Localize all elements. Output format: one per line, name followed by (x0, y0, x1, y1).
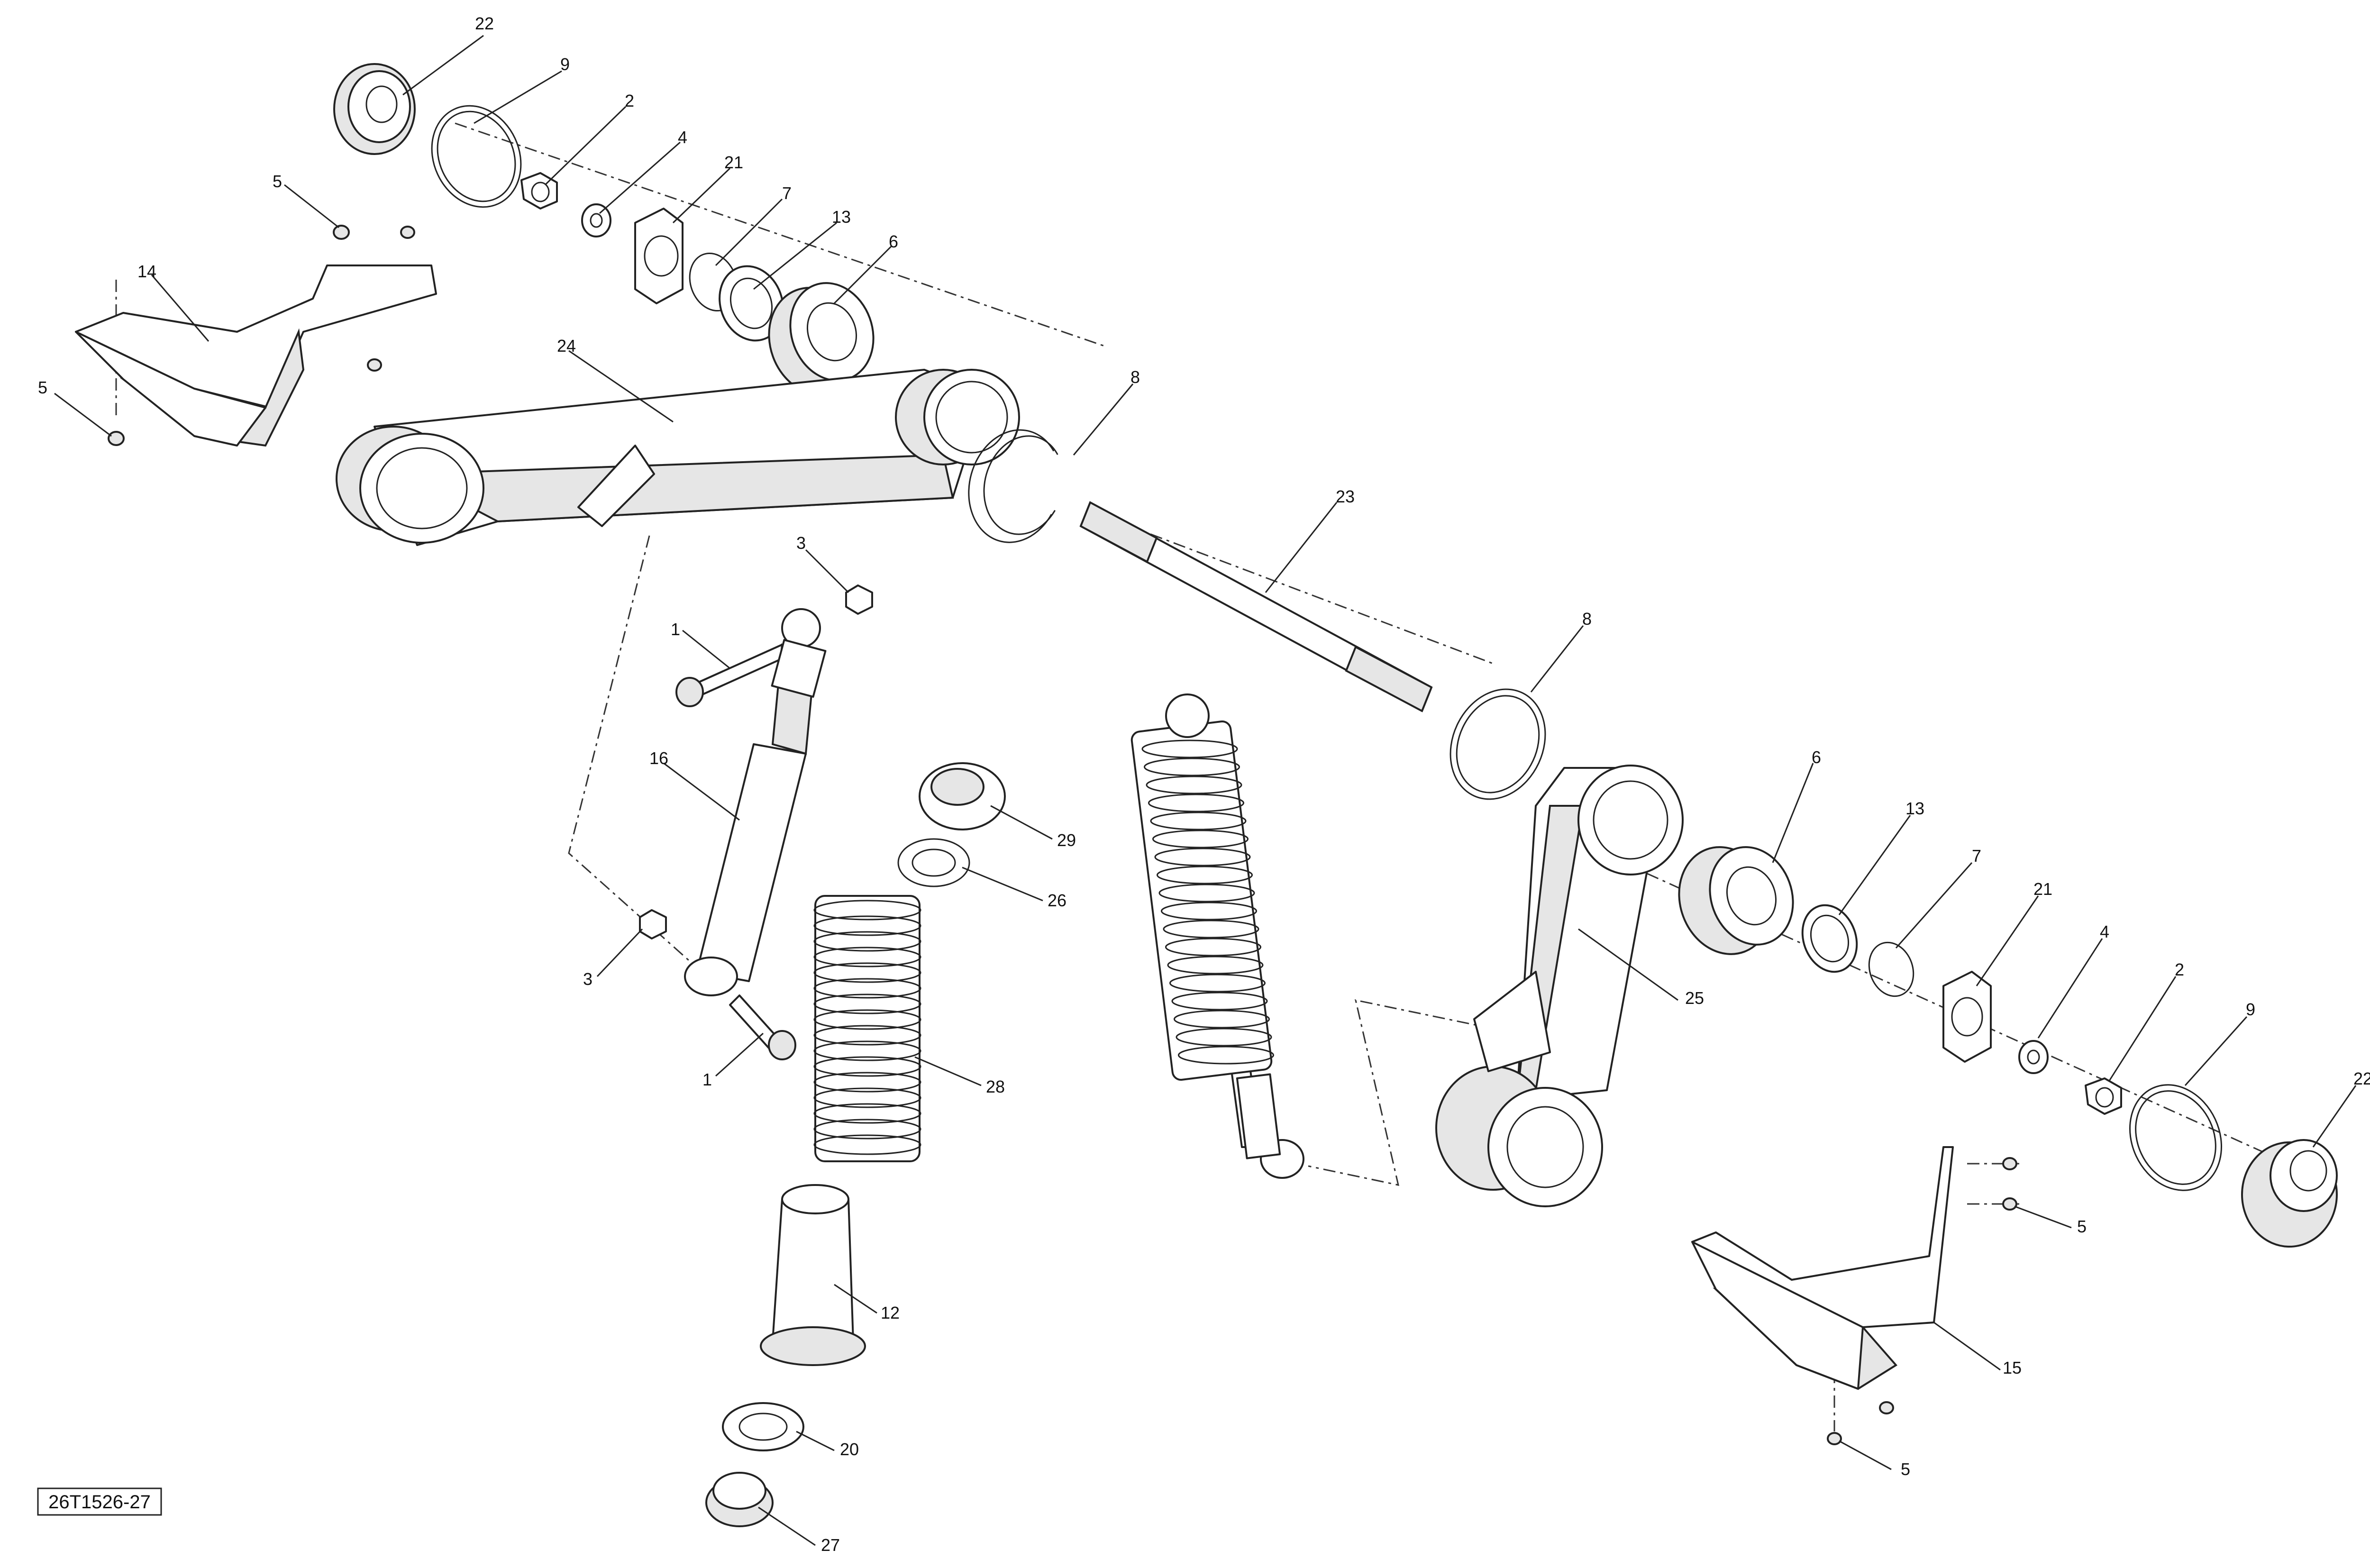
callout-23: 23 (1336, 487, 1355, 506)
bearing-6-upper (768, 282, 875, 396)
callout-13-upper: 13 (832, 207, 851, 227)
callout-2-upper: 2 (625, 91, 634, 110)
callout-5-c: 5 (2077, 1217, 2087, 1236)
reference-code-box: 26T1526-27 (37, 1487, 162, 1516)
clamp-9-upper (431, 105, 522, 208)
callout-5-d: 5 (1901, 1459, 1910, 1479)
damper-16 (684, 608, 827, 996)
cap-22-lower (2241, 1139, 2338, 1248)
callout-9-upper: 9 (560, 55, 570, 74)
guard-15 (1691, 1146, 1954, 1390)
circlip-7-lower (1868, 941, 1914, 997)
washer-4-lower (2018, 1040, 2049, 1074)
reference-code: 26T1526-27 (48, 1492, 151, 1513)
clamp-9-lower (2129, 1084, 2223, 1191)
callout-13-lower: 13 (1905, 799, 1924, 818)
callout-7-upper: 7 (782, 183, 792, 203)
shaft-23 (1079, 501, 1433, 712)
flange-21-lower (1942, 971, 1992, 1063)
circlip-8-lower (1449, 688, 1546, 800)
callout-25: 25 (1685, 988, 1704, 1008)
callout-8-lower: 8 (1582, 609, 1592, 629)
callout-26: 26 (1048, 891, 1066, 910)
callout-1-lower: 1 (702, 1070, 712, 1089)
callout-8-upper: 8 (1130, 367, 1140, 387)
callout-numbers: 22 9 2 4 21 7 13 6 5 14 5 24 8 23 3 1 16… (38, 14, 2370, 1555)
bolt-1-lower (729, 994, 796, 1060)
callout-21-lower: 21 (2033, 879, 2052, 899)
callout-5-a: 5 (273, 172, 282, 191)
callout-5-b: 5 (38, 378, 47, 397)
callout-14: 14 (137, 262, 156, 281)
callout-21-upper: 21 (724, 153, 743, 172)
callout-12: 12 (881, 1303, 900, 1322)
nut-3-upper (845, 584, 873, 615)
callout-2-lower: 2 (2175, 960, 2184, 979)
callout-29: 29 (1057, 830, 1076, 850)
nut-2-lower (2085, 1077, 2122, 1115)
callout-20: 20 (840, 1440, 859, 1459)
boot-12 (760, 1184, 866, 1366)
callout-15: 15 (2003, 1358, 2022, 1377)
guard-14 (75, 264, 437, 447)
leader-lines (54, 35, 2357, 1546)
swing-arm-24 (336, 369, 1020, 546)
callout-3-lower: 3 (583, 969, 592, 989)
nut-ring-13-upper (719, 265, 784, 342)
washer-20 (722, 1402, 804, 1451)
screw-5-a (108, 225, 415, 446)
callout-4-upper: 4 (678, 128, 687, 147)
callout-22-upper: 22 (475, 14, 494, 33)
circlip-8-upper (968, 429, 1058, 543)
screw-5-b (1827, 1157, 2017, 1445)
spacer-26 (897, 838, 970, 887)
callout-24: 24 (557, 336, 576, 356)
bolt-1-upper (675, 644, 788, 707)
adjuster-27 (705, 1472, 774, 1527)
link-arm-25 (1435, 765, 1684, 1207)
callout-28: 28 (986, 1077, 1005, 1096)
callout-4-lower: 4 (2100, 922, 2109, 941)
coil-spring-28 (813, 895, 921, 1162)
nut-3-lower (639, 909, 667, 939)
callout-6-lower: 6 (1812, 748, 1821, 767)
callout-22-lower: 22 (2353, 1069, 2370, 1088)
coilover-shock (1130, 693, 1304, 1179)
callout-9-lower: 9 (2246, 1000, 2255, 1019)
spring-seat-29 (919, 762, 1006, 830)
nut-ring-13-lower (1801, 904, 1858, 973)
callout-7-lower: 7 (1972, 846, 1981, 866)
callout-16: 16 (649, 748, 668, 768)
callout-6-upper: 6 (889, 232, 898, 251)
callout-1-upper: 1 (671, 620, 680, 639)
callout-3-upper: 3 (796, 533, 806, 553)
washer-4-upper (581, 203, 611, 237)
callout-27: 27 (821, 1535, 840, 1555)
cap-22-upper (333, 63, 416, 155)
bearing-6-lower (1678, 846, 1794, 955)
flange-21-upper (634, 208, 684, 304)
